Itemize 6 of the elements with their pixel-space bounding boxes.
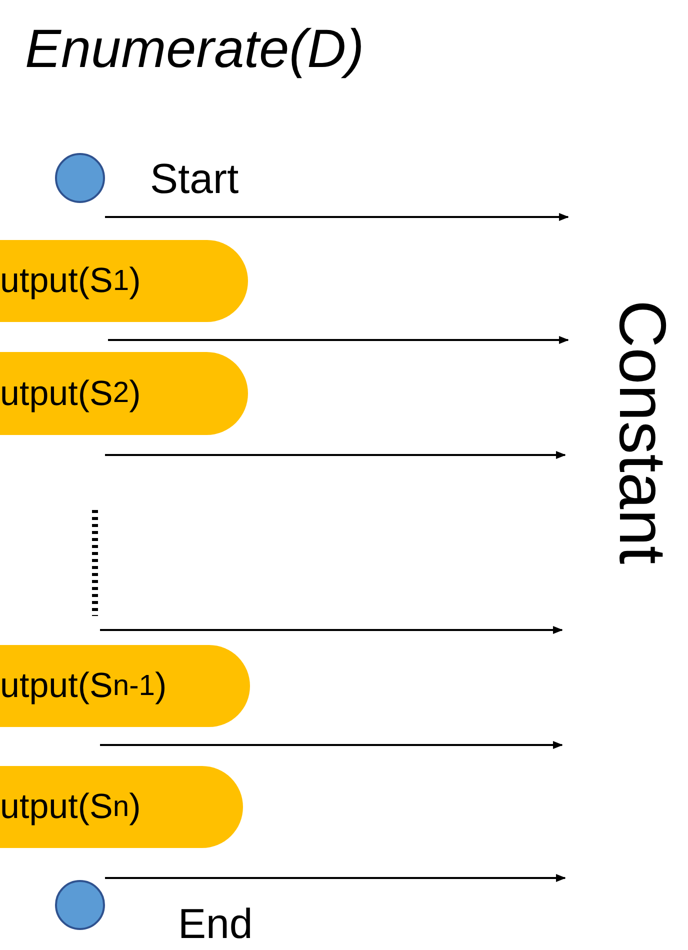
node-label: End bbox=[178, 903, 253, 945]
side-label: Constant bbox=[610, 300, 676, 564]
circle-marker bbox=[55, 880, 105, 930]
node-label: Start bbox=[150, 158, 239, 200]
circle-marker bbox=[55, 153, 105, 203]
title: Enumerate(D) bbox=[25, 22, 364, 76]
